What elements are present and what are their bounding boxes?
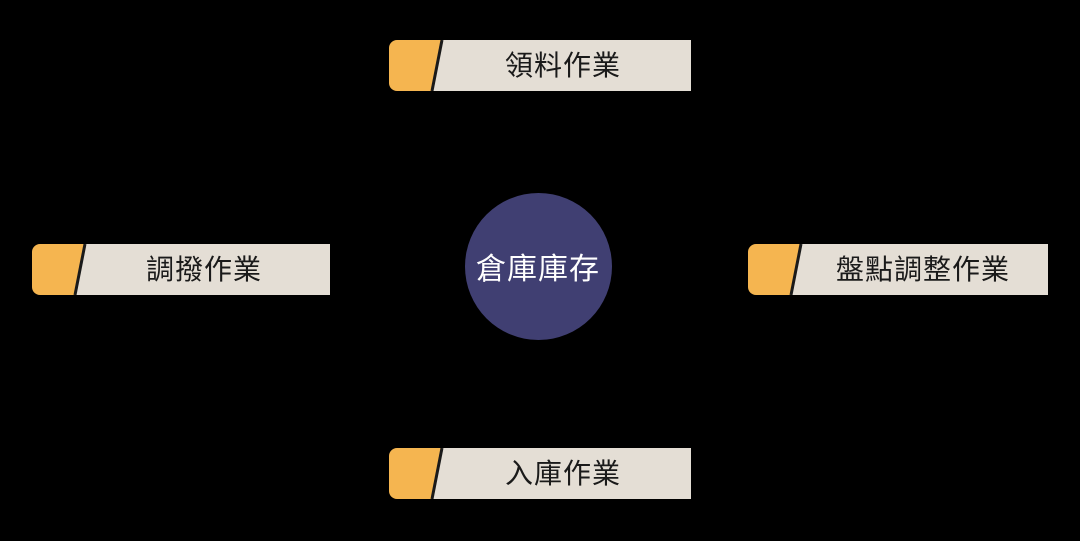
process-node-top-shape: [389, 40, 691, 91]
process-node-top[interactable]: 領料作業: [389, 40, 691, 91]
process-node-left-shape: [32, 244, 330, 295]
process-node-left-label: 調撥作業: [145, 254, 262, 285]
process-node-top-label: 領料作業: [504, 50, 621, 81]
process-node-bottom-shape: [389, 448, 691, 499]
hub-node[interactable]: 倉庫庫存: [464, 192, 612, 340]
process-node-bottom-label: 入庫作業: [504, 458, 621, 489]
process-node-bottom[interactable]: 入庫作業: [389, 448, 691, 499]
hub-node-label: 倉庫庫存: [476, 253, 600, 286]
process-node-left[interactable]: 調撥作業: [32, 244, 330, 295]
process-node-right-shape: [748, 244, 1048, 295]
process-node-right-label: 盤點調整作業: [835, 254, 1010, 285]
process-node-right[interactable]: 盤點調整作業: [748, 244, 1048, 295]
